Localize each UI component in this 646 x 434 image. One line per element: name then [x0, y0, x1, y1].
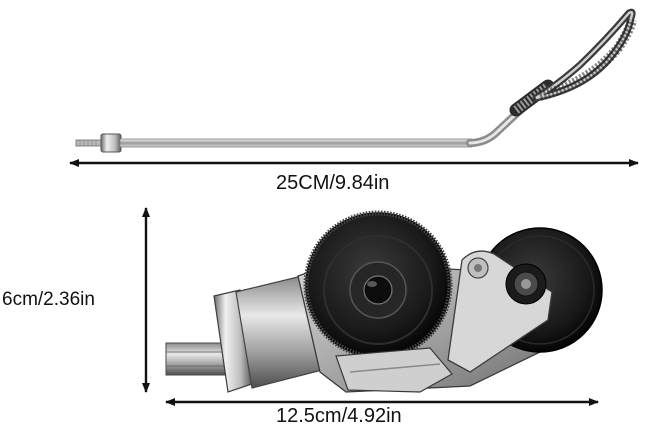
- rod-nut: [100, 133, 122, 153]
- rod-shaft: [119, 138, 473, 148]
- height-label-tool: 6cm/2.36in: [2, 289, 95, 310]
- cutter-tool: [165, 210, 603, 393]
- cutting-foot: [335, 347, 453, 393]
- rod-assembly: [75, 8, 637, 153]
- hex-shank: [165, 342, 227, 376]
- length-label-rod: 25CM/9.84in: [276, 172, 390, 194]
- length-label-tool: 12.5cm/4.92in: [276, 405, 402, 427]
